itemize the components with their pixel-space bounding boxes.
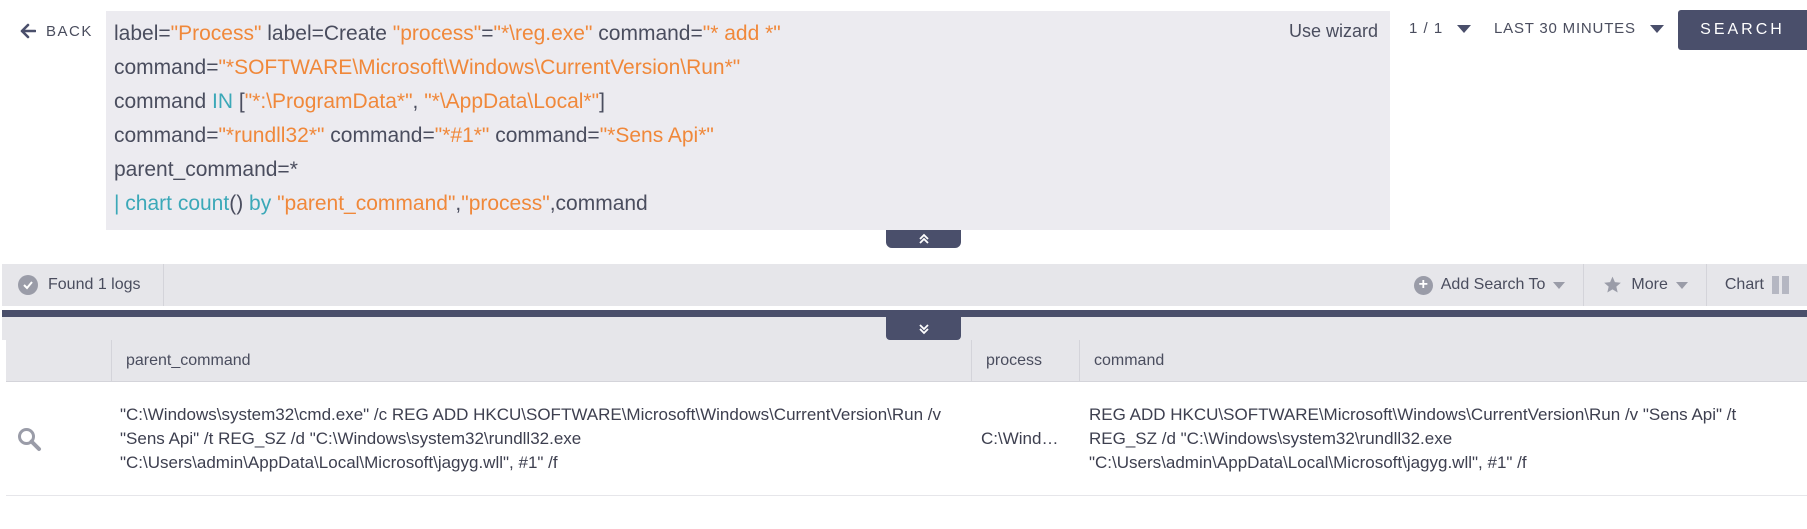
back-label: BACK: [46, 22, 93, 40]
collapse-query-button[interactable]: [886, 230, 961, 248]
chevron-down-icon: [1675, 281, 1688, 289]
arrow-left-icon: [20, 23, 36, 39]
chart-label: Chart: [1724, 276, 1764, 293]
cell-process: C:\Wind…: [981, 428, 1059, 448]
query-keyword-token: count: [177, 192, 230, 215]
expand-results-button[interactable]: [886, 317, 961, 340]
query-string-token: "*:\ProgramData*": [244, 90, 413, 113]
chart-toggle[interactable]: Chart: [1705, 264, 1807, 306]
query-keyword-token: chart: [125, 192, 172, 215]
query-plain-token: label=: [114, 22, 171, 45]
magnifier-icon: [18, 427, 41, 451]
query-string-token: "*rundll32*": [218, 124, 325, 147]
use-wizard-link[interactable]: Use wizard: [1288, 21, 1378, 41]
plus-circle-icon: +: [1413, 275, 1433, 295]
results-tools: + Add Search To More Chart: [1396, 264, 1807, 306]
query-plain-token: ,: [412, 90, 425, 113]
query-line: label="Process" label=Create "process"="…: [114, 17, 1382, 51]
double-chevron-up-icon: [918, 233, 929, 244]
query-plain-token: ,command: [549, 192, 648, 215]
query-string-token: "*\AppData\Local*": [424, 90, 600, 113]
query-line: parent_command=*: [114, 153, 1382, 187]
table-row[interactable]: "C:\Windows\system32\cmd.exe" /c REG ADD…: [6, 382, 1807, 496]
add-search-label: Add Search To: [1440, 276, 1546, 293]
query-plain-token: ]: [599, 90, 605, 113]
query-string-token: "Process": [170, 22, 262, 45]
results-toolbar: Found 1 logs + Add Search To More Chart: [2, 264, 1807, 306]
chevron-down-icon: [1553, 281, 1566, 289]
query-line: | chart count() by "parent_command","pro…: [114, 187, 1382, 221]
found-label: Found 1 logs: [48, 276, 141, 293]
cell-parent-command: "C:\Windows\system32\cmd.exe" /c REG ADD…: [120, 404, 942, 472]
query-string-token: "* add *": [702, 22, 781, 45]
star-icon: [1604, 276, 1622, 293]
query-string-token: "*\reg.exe": [493, 22, 593, 45]
query-plain-token: command=: [324, 124, 435, 147]
query-string-token: "*SOFTWARE\Microsoft\Windows\CurrentVers…: [218, 56, 741, 79]
query-editor[interactable]: label="Process" label=Create "process"="…: [106, 11, 1390, 230]
search-button[interactable]: SEARCH: [1678, 10, 1807, 50]
query-text[interactable]: label="Process" label=Create "process"="…: [114, 17, 1382, 221]
time-range-label: LAST 30 MINUTES: [1494, 20, 1636, 37]
query-plain-token: label=Create: [261, 22, 393, 45]
query-plain-token: command=: [489, 124, 600, 147]
add-search-to-button[interactable]: + Add Search To: [1396, 264, 1584, 306]
query-plain-token: =: [481, 22, 494, 45]
query-line: command IN ["*:\ProgramData*", "*\AppDat…: [114, 85, 1382, 119]
column-header-command[interactable]: command: [1079, 340, 1807, 381]
chevron-down-icon: [1649, 24, 1664, 33]
chart-columns-icon: [1772, 276, 1789, 294]
query-string-token: "*Sens Api*": [599, 124, 714, 147]
column-header-parent-command[interactable]: parent_command: [111, 340, 971, 381]
inspect-log-button[interactable]: [6, 382, 111, 495]
pager[interactable]: 1 / 1: [1409, 20, 1472, 37]
query-string-token: "process": [461, 192, 550, 215]
query-plain-token: command=: [592, 22, 703, 45]
query-plain-token: (): [229, 192, 250, 215]
cell-command: REG ADD HKCU\SOFTWARE\Microsoft\Windows\…: [1089, 404, 1737, 472]
time-range-select[interactable]: LAST 30 MINUTES: [1494, 20, 1664, 37]
query-line: command="*SOFTWARE\Microsoft\Windows\Cur…: [114, 51, 1382, 85]
query-string-token: "parent_command": [277, 192, 456, 215]
pager-text: 1 / 1: [1409, 20, 1444, 37]
query-plain-token: command=: [114, 56, 219, 79]
results-table: parent_command process command "C:\Windo…: [6, 340, 1807, 496]
query-keyword-token: IN: [212, 90, 234, 113]
check-circle-icon: [18, 275, 38, 295]
more-button[interactable]: More: [1583, 264, 1705, 306]
column-header-actions: [6, 340, 111, 381]
query-plain-token: command: [114, 90, 213, 113]
query-line: command="*rundll32*" command="*#1*" comm…: [114, 119, 1382, 153]
query-plain-token: ,: [455, 192, 462, 215]
column-header-process[interactable]: process: [971, 340, 1079, 381]
query-string-token: "process": [392, 22, 482, 45]
query-keyword-token: |: [114, 192, 126, 215]
query-string-token: "*#1*": [434, 124, 490, 147]
query-plain-token: [: [233, 90, 245, 113]
back-button[interactable]: BACK: [20, 20, 93, 42]
query-plain-token: command=: [114, 124, 219, 147]
double-chevron-down-icon: [918, 323, 929, 334]
query-plain-token: parent_command=*: [114, 158, 298, 181]
query-keyword-token: by: [249, 192, 272, 215]
more-label: More: [1631, 276, 1668, 293]
found-count: Found 1 logs: [2, 264, 164, 306]
table-header: parent_command process command: [6, 340, 1807, 382]
chevron-down-icon[interactable]: [1457, 24, 1472, 33]
results-divider: [2, 310, 1807, 317]
